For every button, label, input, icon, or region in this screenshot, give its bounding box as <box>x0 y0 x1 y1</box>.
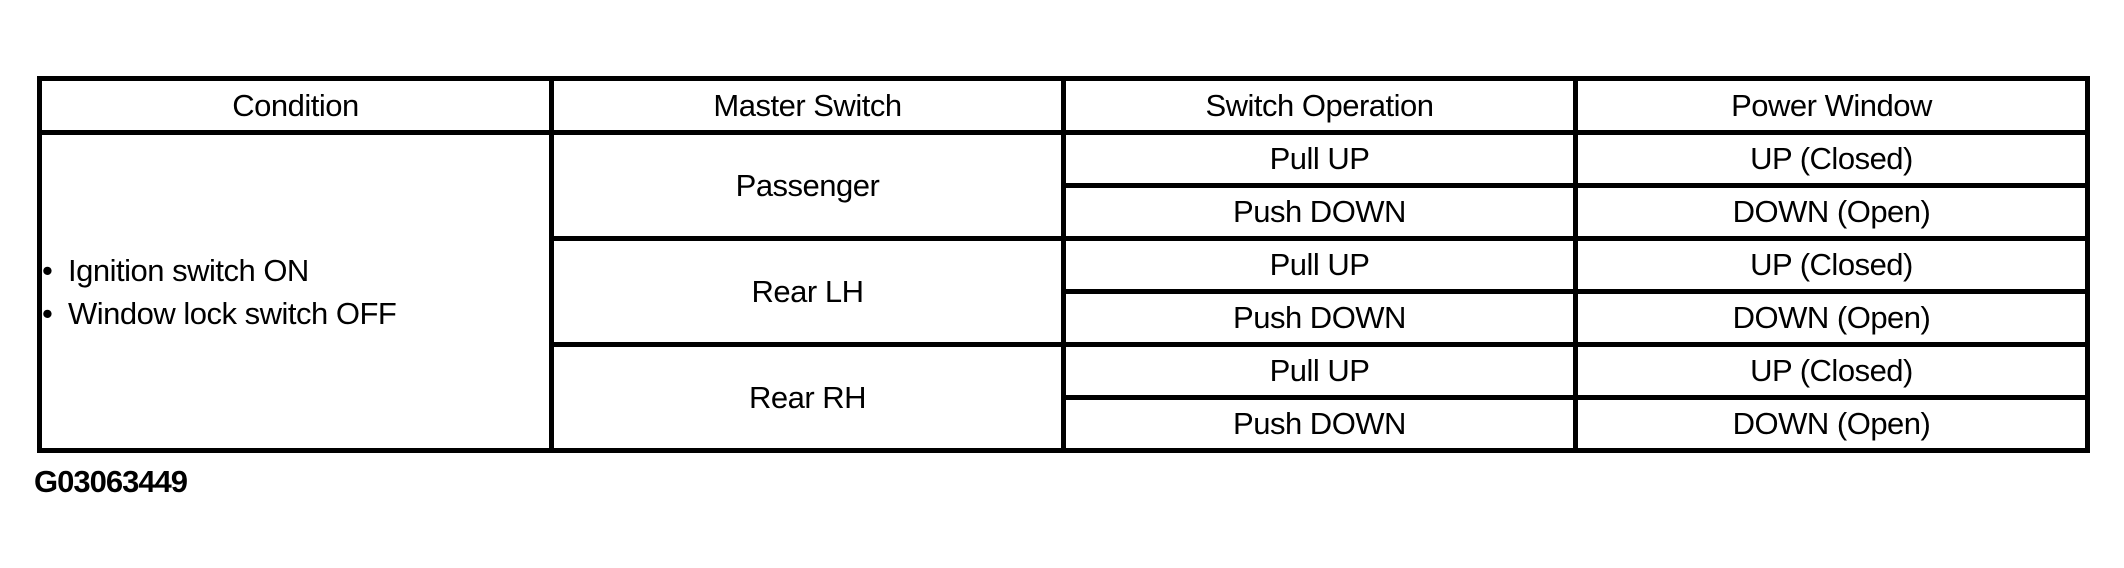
column-header-power-window: Power Window <box>1573 76 2090 135</box>
power-window-cell: UP (Closed) <box>1573 236 2090 294</box>
switch-operation-cell: Push DOWN <box>1061 289 1578 347</box>
table-row: Rear RH Pull UP UP (Closed) <box>40 342 2090 453</box>
condition-item: • Ignition switch ON <box>42 249 549 292</box>
column-header-condition: Condition <box>37 76 554 135</box>
table-row: Push DOWN DOWN (Open) <box>40 183 2090 241</box>
table-row: Push DOWN DOWN (Open) <box>40 289 2090 347</box>
master-switch-cell-rear-lh: Rear LH <box>549 236 1066 347</box>
power-window-cell: UP (Closed) <box>1573 130 2090 188</box>
switch-operation-cell: Push DOWN <box>1061 395 1578 453</box>
bullet-icon: • <box>42 295 53 331</box>
power-window-cell: DOWN (Open) <box>1573 183 2090 241</box>
master-switch-cell-passenger: Passenger <box>549 130 1066 241</box>
power-window-cell: UP (Closed) <box>1573 342 2090 400</box>
column-header-master-switch: Master Switch <box>549 76 1066 135</box>
condition-item-text: Ignition switch ON <box>68 252 309 288</box>
table-header-row: Condition Master Switch Switch Operation… <box>37 76 2090 135</box>
condition-cell: • Ignition switch ON • Window lock switc… <box>37 130 554 453</box>
table-row: Push DOWN DOWN (Open) <box>40 395 2090 453</box>
power-window-cell: DOWN (Open) <box>1573 289 2090 347</box>
master-switch-cell-rear-rh: Rear RH <box>549 342 1066 453</box>
power-window-operation-table: Condition Master Switch Switch Operation… <box>37 76 2090 453</box>
figure-id: G03063449 <box>34 464 188 499</box>
table-row: • Ignition switch ON • Window lock switc… <box>37 130 2090 453</box>
column-header-switch-operation: Switch Operation <box>1061 76 1578 135</box>
switch-operation-cell: Pull UP <box>1061 236 1578 294</box>
condition-item: • Window lock switch OFF <box>42 292 549 335</box>
switch-operation-cell: Push DOWN <box>1061 183 1578 241</box>
power-window-operation-table-wrap: Condition Master Switch Switch Operation… <box>37 76 2090 453</box>
power-window-cell: DOWN (Open) <box>1573 395 2090 453</box>
switch-operation-cell: Pull UP <box>1061 130 1578 188</box>
table-row: Rear LH Pull UP UP (Closed) <box>40 236 2090 347</box>
switch-operation-cell: Pull UP <box>1061 342 1578 400</box>
bullet-icon: • <box>42 252 53 288</box>
condition-item-text: Window lock switch OFF <box>68 295 397 331</box>
